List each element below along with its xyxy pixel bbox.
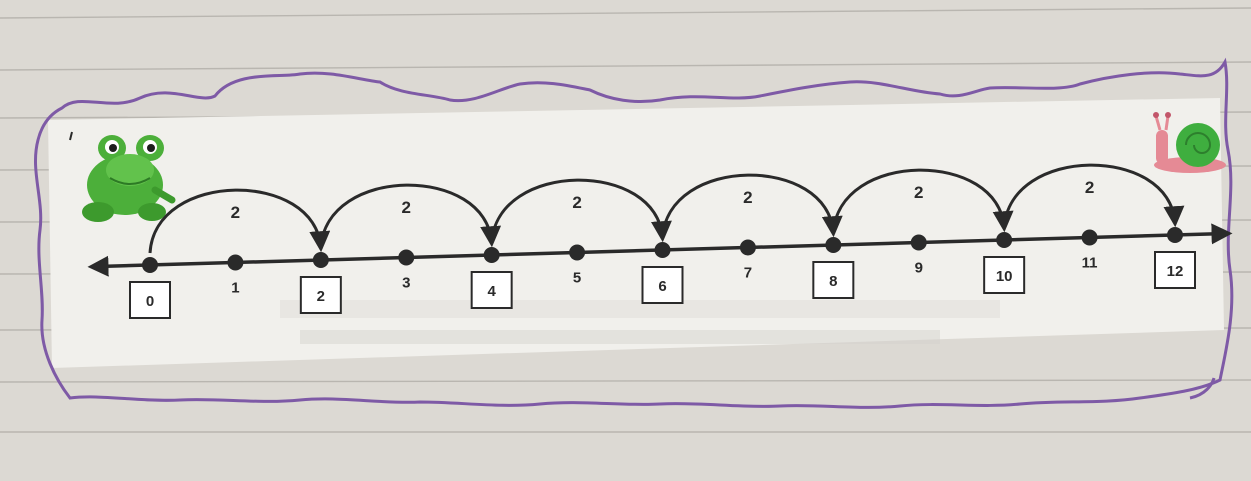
tick-dot-4: [483, 247, 500, 263]
tick-label-8: 8: [829, 273, 837, 290]
jump-arc-2: [319, 183, 502, 249]
tick-dot-8: [825, 237, 842, 253]
jump-arc-4: [661, 173, 843, 239]
tick-dot-5: [569, 244, 586, 261]
jump-label-2: 2: [402, 198, 411, 217]
jump-label-5: 2: [914, 183, 923, 202]
jump-arc-5: [831, 168, 1014, 234]
printed-card: [48, 98, 1224, 368]
tick-dot-7: [739, 239, 756, 256]
jump-arc-3: [490, 178, 672, 244]
answer-box-4: [470, 271, 513, 309]
tick-label-6: 6: [658, 278, 666, 295]
bleed-through-band-2: [300, 330, 940, 344]
jump-label-3: 2: [572, 193, 581, 212]
jump-arc-1: [148, 188, 331, 254]
tick-label-10: 10: [996, 268, 1013, 285]
tick-dot-12: [1167, 227, 1183, 243]
answer-box-8: [812, 261, 855, 299]
tick-label-0: 0: [146, 293, 154, 310]
tick-label-3: 3: [402, 275, 410, 292]
tick-label-12: 12: [1167, 263, 1184, 280]
jump-label-6: 2: [1085, 178, 1094, 197]
tick-dot-1: [227, 254, 244, 271]
answer-box-6: [641, 266, 684, 304]
frog-icon: [82, 135, 176, 222]
bleed-through-band: [280, 300, 1000, 318]
tick-dot-6: [654, 242, 671, 258]
tick-label-7: 7: [744, 265, 752, 282]
answer-box-12: [1154, 251, 1196, 289]
tick-dot-11: [1081, 229, 1098, 246]
jump-label-4: 2: [743, 188, 752, 207]
snail-icon: [1153, 112, 1226, 173]
tick-label-2: 2: [317, 288, 325, 305]
tick-dot-0: [142, 257, 158, 273]
tick-dot-3: [398, 249, 415, 266]
corner-mark: [69, 131, 73, 141]
tick-label-4: 4: [487, 283, 496, 300]
tick-dot-2: [312, 252, 329, 268]
tick-label-5: 5: [573, 270, 581, 287]
tick-dot-9: [910, 234, 927, 251]
border-curl: [1189, 377, 1216, 400]
jump-arc-6: [1002, 163, 1185, 229]
tick-dot-10: [996, 232, 1013, 248]
answer-box-2: [299, 276, 342, 314]
tick-label-9: 9: [915, 260, 923, 277]
answer-box-10: [983, 256, 1026, 294]
answer-box-0: [129, 281, 171, 319]
jump-label-1: 2: [231, 203, 240, 222]
tick-label-1: 1: [231, 280, 239, 297]
tick-label-11: 11: [1082, 255, 1098, 272]
